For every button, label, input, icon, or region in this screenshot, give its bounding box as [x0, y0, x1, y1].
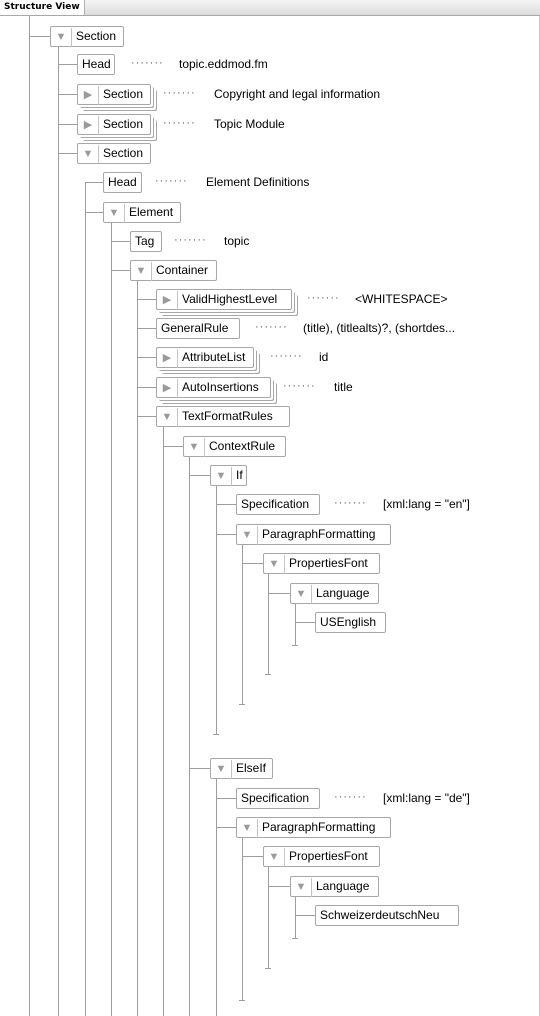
element-node-section[interactable]: ▼ Section	[77, 143, 151, 164]
element-tag-label: Section	[103, 87, 144, 101]
element-node-schweizerdeutsch-neu[interactable]: SchweizerdeutschNeu	[315, 905, 459, 926]
element-tag-label: ValidHighestLevel	[182, 292, 278, 306]
element-node-container[interactable]: ▼ Container	[130, 260, 217, 281]
element-tag-label: Head	[82, 57, 111, 71]
element-node-section[interactable]: ▶ Section	[77, 84, 151, 105]
element-node-element[interactable]: ▼ Element	[103, 202, 181, 223]
element-tag-label: PropertiesFont	[289, 556, 368, 570]
element-node-text-format-rules[interactable]: ▼ TextFormatRules	[156, 406, 290, 427]
attribute-leader-dots: ·······	[174, 234, 207, 246]
node-value-text[interactable]: [xml:lang = "de"]	[383, 791, 470, 805]
element-node-else-if[interactable]: ▼ ElseIf	[210, 758, 273, 779]
expand-triangle-icon[interactable]: ▶	[78, 116, 99, 135]
expand-triangle-icon[interactable]: ▶	[157, 291, 178, 310]
element-node-attribute-list[interactable]: ▶ AttributeList	[156, 347, 254, 368]
tree-connector-lines	[29, 16, 315, 1016]
element-node-specification[interactable]: Specification	[236, 788, 320, 809]
element-tag-label: ParagraphFormatting	[262, 820, 376, 834]
element-tag-label: If	[236, 468, 243, 482]
element-tag-label: Container	[156, 263, 209, 277]
panel-title: Structure View	[0, 0, 85, 15]
element-tag-label: Language	[316, 586, 370, 600]
node-value-text[interactable]: [xml:lang = "en"]	[383, 497, 470, 511]
element-node-general-rule[interactable]: GeneralRule	[156, 318, 240, 339]
attribute-leader-dots: ·······	[283, 380, 316, 392]
collapse-triangle-icon[interactable]: ▼	[184, 438, 205, 457]
node-value-text[interactable]: title	[334, 380, 353, 394]
node-value-text[interactable]: topic	[224, 234, 250, 248]
collapse-triangle-icon[interactable]: ▼	[237, 819, 258, 838]
element-tag-label: Specification	[241, 497, 310, 511]
element-node-valid-highest-level[interactable]: ▶ ValidHighestLevel	[156, 289, 292, 310]
element-node-tag[interactable]: Tag	[130, 231, 162, 252]
collapse-triangle-icon[interactable]: ▼	[157, 408, 178, 427]
collapse-triangle-icon[interactable]: ▼	[211, 760, 232, 779]
node-value-text[interactable]: Topic Module	[214, 117, 285, 131]
expand-triangle-icon[interactable]: ▶	[157, 349, 178, 368]
expand-triangle-icon[interactable]: ▶	[157, 379, 178, 398]
element-node-if[interactable]: ▼ If	[210, 465, 247, 486]
collapse-triangle-icon[interactable]: ▼	[211, 467, 232, 486]
element-node-head[interactable]: Head	[103, 172, 142, 193]
element-node-specification[interactable]: Specification	[236, 494, 320, 515]
collapse-triangle-icon[interactable]: ▼	[291, 878, 312, 897]
node-value-text[interactable]: <WHITESPACE>	[355, 292, 448, 306]
element-tag-label: SchweizerdeutschNeu	[320, 908, 440, 922]
node-value-text[interactable]: (title), (titlealts)?, (shortdes...	[303, 321, 456, 335]
element-node-auto-insertions[interactable]: ▶ AutoInsertions	[156, 377, 271, 398]
element-tag-label: Head	[108, 175, 137, 189]
element-tag-label: AutoInsertions	[182, 380, 259, 394]
element-node-paragraph-formatting[interactable]: ▼ ParagraphFormatting	[236, 524, 391, 545]
element-node-properties-font[interactable]: ▼ PropertiesFont	[263, 846, 380, 867]
element-tag-label: Specification	[241, 791, 310, 805]
attribute-leader-dots: ·······	[163, 117, 196, 129]
collapse-triangle-icon[interactable]: ▼	[131, 262, 152, 281]
structure-view-titlebar: Structure View	[0, 0, 540, 16]
attribute-leader-dots: ·······	[155, 175, 188, 187]
collapse-triangle-icon[interactable]: ▼	[78, 145, 99, 164]
element-node-properties-font[interactable]: ▼ PropertiesFont	[263, 553, 380, 574]
element-tag-label: PropertiesFont	[289, 849, 368, 863]
element-node-section[interactable]: ▼ Section	[50, 26, 124, 47]
element-tag-label: Language	[316, 879, 370, 893]
element-node-language[interactable]: ▼ Language	[290, 876, 379, 897]
element-tag-label: Tag	[135, 234, 155, 248]
element-tag-label: ContextRule	[209, 439, 276, 453]
element-tag-label: Element	[129, 205, 174, 219]
collapse-triangle-icon[interactable]: ▼	[264, 555, 285, 574]
element-tag-label: ElseIf	[236, 761, 267, 775]
attribute-leader-dots: ·······	[270, 350, 303, 362]
attribute-leader-dots: ·······	[334, 497, 367, 509]
element-tag-label: ParagraphFormatting	[262, 527, 376, 541]
element-node-usenglish[interactable]: USEnglish	[315, 612, 386, 633]
element-node-language[interactable]: ▼ Language	[290, 583, 379, 604]
element-node-head[interactable]: Head	[77, 54, 115, 75]
collapse-triangle-icon[interactable]: ▼	[264, 848, 285, 867]
attribute-leader-dots: ·······	[163, 87, 196, 99]
collapse-triangle-icon[interactable]: ▼	[237, 526, 258, 545]
element-tag-label: Section	[76, 29, 117, 43]
element-tag-label: TextFormatRules	[182, 409, 273, 423]
element-node-section[interactable]: ▶ Section	[77, 114, 151, 135]
element-tag-label: Section	[103, 146, 144, 160]
element-tag-label: Section	[103, 117, 144, 131]
attribute-leader-dots: ·······	[255, 321, 288, 333]
collapse-triangle-icon[interactable]: ▼	[291, 585, 312, 604]
attribute-leader-dots: ·······	[307, 292, 340, 304]
attribute-leader-dots: ·······	[334, 791, 367, 803]
node-value-text[interactable]: Copyright and legal information	[214, 87, 381, 101]
collapse-triangle-icon[interactable]: ▼	[51, 28, 72, 47]
node-value-text[interactable]: topic.eddmod.fm	[179, 57, 268, 71]
element-tag-label: USEnglish	[320, 615, 377, 629]
node-value-text[interactable]: id	[319, 350, 329, 364]
element-node-context-rule[interactable]: ▼ ContextRule	[183, 436, 286, 457]
expand-triangle-icon[interactable]: ▶	[78, 86, 99, 105]
element-node-paragraph-formatting[interactable]: ▼ ParagraphFormatting	[236, 817, 391, 838]
attribute-leader-dots: ·······	[131, 57, 164, 69]
node-value-text[interactable]: Element Definitions	[206, 175, 310, 189]
element-tag-label: GeneralRule	[161, 321, 229, 335]
element-tag-label: AttributeList	[182, 350, 246, 364]
collapse-triangle-icon[interactable]: ▼	[104, 204, 125, 223]
